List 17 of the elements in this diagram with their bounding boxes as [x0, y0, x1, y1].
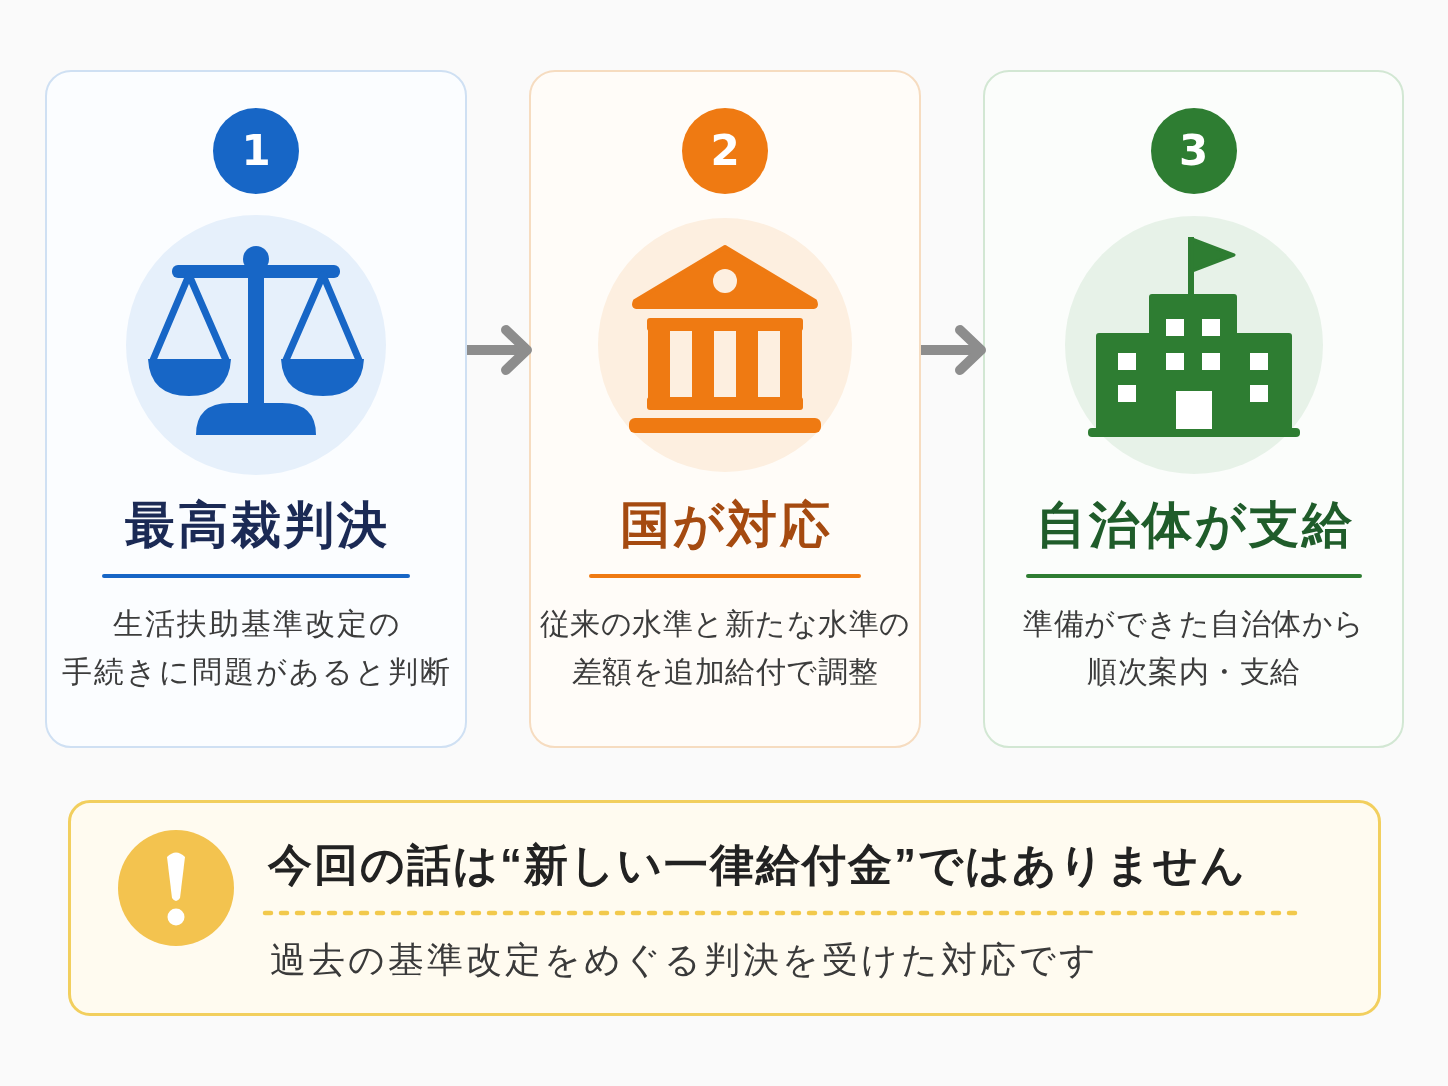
- step-card: [45, 70, 467, 748]
- step-card: [529, 70, 921, 748]
- step-description: 従来の水準と新たな水準の差額を追加給付で調整: [539, 606, 911, 690]
- step-description: 生活扶助基準改定の手続きに問題があると判断: [61, 606, 452, 690]
- note-text: 過去の基準改定をめぐる判決を受けた対応です: [270, 938, 1099, 982]
- note-box: [68, 800, 1381, 1016]
- arrow: [921, 325, 986, 375]
- note-heading: 今回の話は“新しい一律給付金”ではありません: [268, 839, 1247, 891]
- step-title: 国が対応: [619, 496, 833, 555]
- number-badge: 2: [682, 108, 768, 194]
- step-description: 準備ができた自治体から順次案内・支給: [1022, 606, 1365, 690]
- step-title: 自治体が支給: [1034, 496, 1355, 555]
- step-title: 最高裁判決: [124, 496, 390, 555]
- number-badge: 3: [1150, 108, 1237, 194]
- number-badge: 1: [213, 108, 299, 194]
- step-card: [983, 70, 1404, 748]
- arrow: [467, 325, 532, 375]
